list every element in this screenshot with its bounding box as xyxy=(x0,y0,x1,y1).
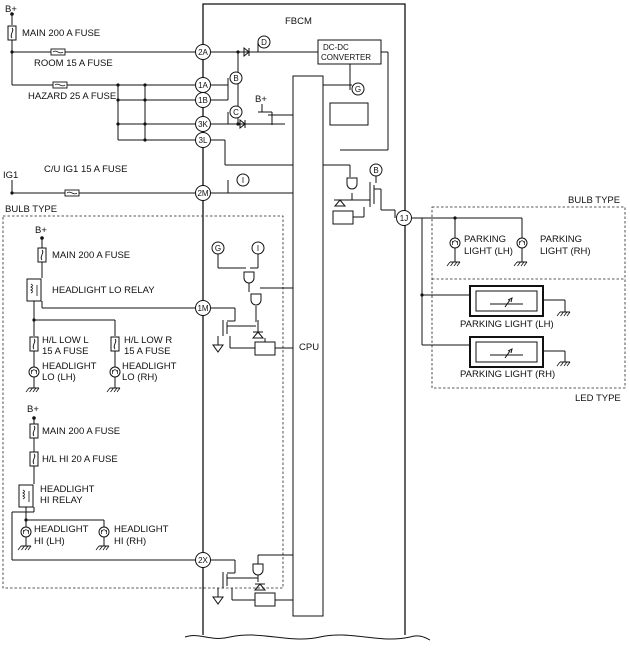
svg-text:D: D xyxy=(261,38,267,47)
pin-1M: 1M xyxy=(195,300,211,316)
hl-low-l-fuse-symbol xyxy=(29,336,39,352)
headlight-lo-lh-label-2: LO (LH) xyxy=(42,372,76,383)
hl-low-l-fuse-label: H/L LOW L xyxy=(42,335,89,346)
pin-1B: 1B xyxy=(195,92,211,108)
svg-text:1J: 1J xyxy=(400,214,408,223)
connector-B-top: B xyxy=(229,71,243,85)
pin-1A: 1A xyxy=(195,77,211,93)
fbcm-break-line xyxy=(184,634,431,641)
ig1-label: IG1 xyxy=(3,170,18,181)
connector-G-mid: G xyxy=(211,241,225,255)
headlight-lo-relay-label: HEADLIGHT LO RELAY xyxy=(52,285,155,296)
pin-3K: 3K xyxy=(195,116,211,132)
cu-ig1-fuse-symbol xyxy=(64,189,80,197)
room-15a-fuse-symbol xyxy=(50,48,66,56)
parking-light-lh-bulb-label-2: LIGHT (LH) xyxy=(464,246,513,257)
b-plus-lo: B+ xyxy=(35,225,47,236)
svg-text:I: I xyxy=(257,244,259,253)
hazard-25a-fuse-label: HAZARD 25 A FUSE xyxy=(28,91,116,102)
connector-C: C xyxy=(229,105,243,119)
hl-low-r-fuse-label-2: 15 A FUSE xyxy=(124,346,170,357)
headlight-lo-lh-label: HEADLIGHT xyxy=(42,361,97,372)
connector-I-top: I xyxy=(236,173,250,187)
svg-text:1B: 1B xyxy=(198,96,208,105)
bulb-type-right-label: BULB TYPE xyxy=(568,195,620,206)
pin-1J: 1J xyxy=(396,210,412,226)
svg-text:I: I xyxy=(242,176,244,185)
headlight-hi-relay-label: HEADLIGHT xyxy=(40,484,95,495)
led-type-label: LED TYPE xyxy=(575,393,621,404)
main-200a-fuse-lo-symbol xyxy=(37,247,47,263)
pin-2A: 2A xyxy=(195,44,211,60)
svg-text:3K: 3K xyxy=(198,120,208,129)
headlight-hi-relay-symbol xyxy=(18,484,34,508)
hazard-25a-fuse-symbol xyxy=(52,81,68,89)
cpu-label: CPU xyxy=(299,342,319,353)
pin-2X: 2X xyxy=(195,552,211,568)
svg-text:2M: 2M xyxy=(197,189,208,198)
bulb-type-left-box xyxy=(2,215,284,589)
headlight-hi-rh-label: HEADLIGHT xyxy=(114,524,169,535)
b-plus-internal: B+ xyxy=(255,94,267,105)
room-15a-fuse-label: ROOM 15 A FUSE xyxy=(34,58,113,69)
headlight-hi-lh-label: HEADLIGHT xyxy=(34,524,89,535)
svg-text:B: B xyxy=(373,166,378,175)
parking-light-rh-led-label: PARKING LIGHT (RH) xyxy=(460,369,555,380)
svg-text:B: B xyxy=(233,74,238,83)
svg-text:2X: 2X xyxy=(198,556,208,565)
headlight-hi-relay-label-2: HI RELAY xyxy=(40,495,83,506)
connector-D: D xyxy=(257,35,271,49)
main-200a-fuse-hi-symbol xyxy=(29,423,39,439)
headlight-lo-relay-symbol xyxy=(26,278,42,302)
main-200a-fuse-lo-label: MAIN 200 A FUSE xyxy=(52,250,130,261)
headlight-hi-rh-label-2: HI (RH) xyxy=(114,536,146,547)
bulb-type-left-label: BULB TYPE xyxy=(5,204,57,215)
bulb-type-right-box xyxy=(431,206,626,389)
dcdc-converter-label: DC-DC xyxy=(323,43,349,52)
svg-text:3L: 3L xyxy=(199,136,208,145)
main-200a-fuse-symbol xyxy=(7,25,17,41)
headlight-hi-rh-bulb xyxy=(98,526,110,538)
parking-light-lh-bulb-label: PARKING xyxy=(464,234,506,245)
headlight-lo-rh-label-2: LO (RH) xyxy=(122,372,157,383)
headlight-lo-rh-bulb xyxy=(109,366,121,378)
pin-3L: 3L xyxy=(195,132,211,148)
svg-text:1M: 1M xyxy=(197,304,208,313)
main-200a-fuse-label: MAIN 200 A FUSE xyxy=(22,28,100,39)
parking-light-lh-led-label: PARKING LIGHT (LH) xyxy=(460,319,554,330)
fbcm-outline xyxy=(202,3,406,635)
pin-2M: 2M xyxy=(195,185,211,201)
hl-low-l-fuse-label-2: 15 A FUSE xyxy=(42,346,88,357)
hl-low-r-fuse-label: H/L LOW R xyxy=(124,335,172,346)
regulator-box xyxy=(329,102,369,126)
main-200a-fuse-hi-label: MAIN 200 A FUSE xyxy=(42,426,120,437)
svg-text:1A: 1A xyxy=(198,81,208,90)
svg-text:2A: 2A xyxy=(198,48,208,57)
connector-B-mid: B xyxy=(369,163,383,177)
svg-text:C: C xyxy=(233,108,239,117)
headlight-lo-rh-label: HEADLIGHT xyxy=(122,361,177,372)
parking-light-rh-bulb xyxy=(516,237,528,249)
hl-hi-20a-fuse-symbol xyxy=(29,451,39,467)
dcdc-converter-label-line2: CONVERTER xyxy=(321,53,371,62)
fbcm-title: FBCM xyxy=(285,16,312,27)
parking-light-rh-bulb-label-2: LIGHT (RH) xyxy=(540,246,591,257)
svg-text:G: G xyxy=(215,244,221,253)
headlight-hi-lh-label-2: HI (LH) xyxy=(34,536,65,547)
connector-I-mid: I xyxy=(251,241,265,255)
parking-light-lh-bulb xyxy=(449,237,461,249)
parking-light-rh-bulb-label: PARKING xyxy=(540,234,582,245)
svg-text:G: G xyxy=(355,85,361,94)
cu-ig1-fuse-label: C/U IG1 15 A FUSE xyxy=(44,164,127,175)
cpu-block xyxy=(292,75,324,617)
b-plus-top: B+ xyxy=(5,4,17,15)
connector-G-top: G xyxy=(351,82,365,96)
headlight-hi-lh-bulb xyxy=(20,526,32,538)
headlight-lo-lh-bulb xyxy=(28,366,40,378)
hl-low-r-fuse-symbol xyxy=(110,336,120,352)
hl-hi-20a-fuse-label: H/L HI 20 A FUSE xyxy=(42,454,118,465)
b-plus-hi: B+ xyxy=(27,404,39,415)
